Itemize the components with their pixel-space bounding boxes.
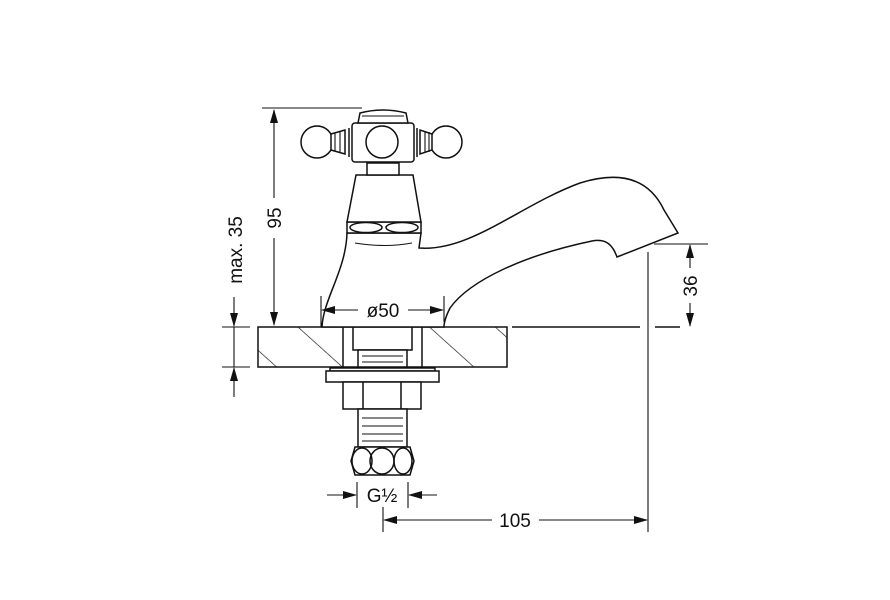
countertop-section xyxy=(257,326,680,368)
dim-counter-thickness: max. 35 xyxy=(222,216,250,397)
dim-connection-thread: G½ xyxy=(327,482,437,508)
faucet-body xyxy=(321,162,680,328)
shank xyxy=(325,326,440,476)
bell-housing xyxy=(346,174,422,223)
cross-handle xyxy=(300,109,463,163)
dim-label-105: 105 xyxy=(499,511,531,532)
dim-base-diameter: ø50 xyxy=(320,296,445,327)
dim-label-g-half: G½ xyxy=(367,486,398,507)
dim-spout-projection: 105 xyxy=(382,252,649,532)
dim-label-36: 36 xyxy=(681,275,702,296)
dim-label-dia50: ø50 xyxy=(367,301,400,322)
dim-total-height: 95 xyxy=(262,107,362,326)
dim-spout-height: 36 xyxy=(654,243,708,327)
hex-nut xyxy=(342,381,422,410)
connection-nut xyxy=(350,446,415,476)
dim-label-95: 95 xyxy=(265,207,286,228)
dim-label-max35: max. 35 xyxy=(226,216,247,284)
